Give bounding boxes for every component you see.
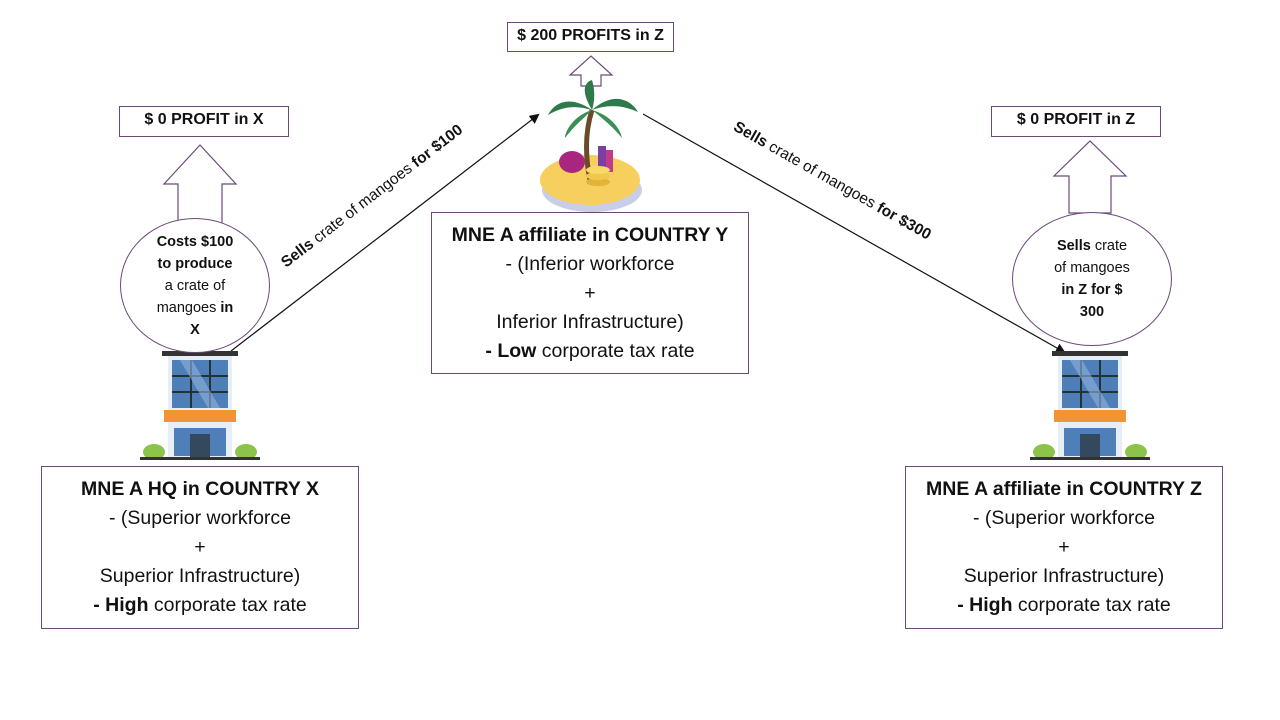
bubble-z-line2: of mangoes — [1054, 260, 1130, 276]
entity-y-plus: + — [584, 282, 596, 304]
bubble-x: Costs $100 to produce a crate of mangoes… — [120, 218, 270, 353]
entity-z-tax-rest: corporate tax rate — [1012, 594, 1171, 616]
entity-z-tax-bold: High — [969, 594, 1013, 616]
entity-box-z: MNE A affiliate in COUNTRY Z - (Superior… — [905, 466, 1223, 629]
bubble-z-line3: in Z for $ — [1061, 282, 1123, 298]
entity-z-title: MNE A affiliate in COUNTRY Z — [926, 478, 1202, 500]
bubble-x-line4: mangoes — [156, 299, 221, 316]
entity-y-line2: Inferior Infrastructure) — [496, 311, 684, 333]
entity-x-line2: Superior Infrastructure) — [99, 565, 301, 587]
entity-y-tax-bold: Low — [497, 340, 537, 362]
entity-z-tax-prefix: - — [957, 594, 970, 616]
building-icon-x — [140, 351, 260, 460]
arrow-y-to-z — [642, 113, 1066, 353]
bubble-z-line1: crate — [1090, 238, 1128, 254]
bubble-z-line4: 300 — [1079, 304, 1105, 320]
entity-x-plus: + — [194, 536, 206, 558]
profit-label-y: $ 200 PROFITS in Z — [507, 22, 674, 52]
up-arrow-y — [568, 55, 614, 87]
entity-box-x: MNE A HQ in COUNTRY X - (Superior workfo… — [41, 466, 359, 629]
profit-label-x: $ 0 PROFIT in X — [119, 106, 289, 137]
bubble-z-line1-bold: Sells — [1056, 238, 1091, 254]
entity-y-title: MNE A affiliate in COUNTRY Y — [451, 224, 729, 246]
entity-y-tax-rest: corporate tax rate — [536, 340, 695, 362]
entity-y-tax-prefix: - — [485, 340, 498, 362]
up-arrow-x — [162, 144, 238, 230]
entity-z-line1: - (Superior workforce — [972, 507, 1156, 529]
bubble-x-line5: X — [190, 321, 200, 338]
entity-x-line1: - (Superior workforce — [108, 507, 292, 529]
bubble-x-line3: a crate of — [164, 277, 226, 294]
entity-box-y: MNE A affiliate in COUNTRY Y - (Inferior… — [431, 212, 749, 374]
bubble-x-line4-bold: in — [220, 299, 234, 316]
entity-x-tax-prefix: - — [93, 594, 106, 616]
bubble-x-line1: Costs $100 — [156, 233, 234, 250]
up-arrow-z — [1052, 140, 1128, 214]
entity-x-title: MNE A HQ in COUNTRY X — [81, 478, 319, 500]
building-icon-z — [1030, 351, 1150, 460]
bubble-z: Sells crate of mangoes in Z for $ 300 — [1012, 212, 1172, 346]
bubble-x-line2: to produce — [157, 255, 233, 272]
entity-x-tax-rest: corporate tax rate — [148, 594, 307, 616]
island-palm-icon — [540, 80, 642, 212]
entity-y-line1: - (Inferior workforce — [505, 253, 675, 275]
entity-x-tax-bold: High — [105, 594, 149, 616]
profit-label-z: $ 0 PROFIT in Z — [991, 106, 1161, 137]
entity-z-line2: Superior Infrastructure) — [963, 565, 1165, 587]
entity-z-plus: + — [1058, 536, 1070, 558]
arrow-x-to-y — [230, 113, 540, 352]
